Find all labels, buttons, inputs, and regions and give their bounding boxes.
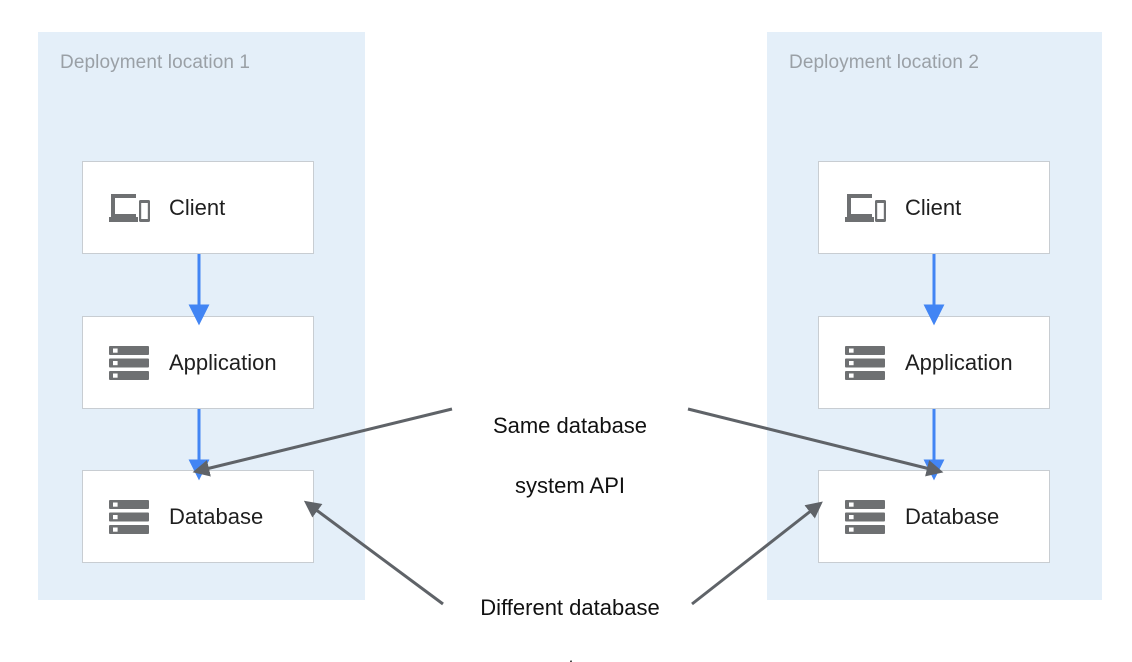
- zone-1-title: Deployment location 1: [60, 52, 251, 73]
- node-client-2[interactable]: Client: [818, 161, 1050, 254]
- annotation-same-api: Same database system API: [446, 381, 694, 531]
- annotation-same-api-line-2: system API: [514, 473, 626, 498]
- node-client-1-label: Client: [169, 194, 226, 220]
- zone-2-title: Deployment location 2: [789, 52, 980, 73]
- node-application-1[interactable]: Application: [82, 316, 314, 409]
- server-icon: [103, 495, 155, 539]
- node-application-1-label: Application: [169, 349, 277, 375]
- annotation-different-system: Different database system: [440, 563, 700, 662]
- server-icon: [103, 341, 155, 385]
- server-icon: [839, 495, 891, 539]
- node-database-1-label: Database: [169, 503, 264, 529]
- node-database-2[interactable]: Database: [818, 470, 1050, 563]
- node-client-1[interactable]: Client: [82, 161, 314, 254]
- devices-icon: [839, 186, 891, 230]
- annotation-same-api-line-1: Same database: [492, 413, 648, 438]
- node-database-1[interactable]: Database: [82, 470, 314, 563]
- annotation-different-system-line-2: system: [440, 653, 700, 662]
- server-icon: [839, 341, 891, 385]
- node-database-2-label: Database: [905, 503, 1000, 529]
- node-application-2[interactable]: Application: [818, 316, 1050, 409]
- node-client-2-label: Client: [905, 194, 962, 220]
- node-application-2-label: Application: [905, 349, 1013, 375]
- devices-icon: [103, 186, 155, 230]
- annotation-different-system-line-1: Different database: [480, 595, 660, 620]
